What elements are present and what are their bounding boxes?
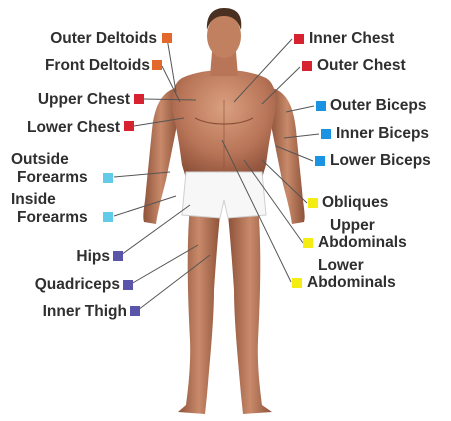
label-outer-deltoids: Outer Deltoids (50, 30, 157, 47)
label-inside-forearms-line2: Forearms (17, 209, 88, 226)
marker-upper-chest (134, 94, 144, 104)
label-inner-thigh: Inner Thigh (43, 303, 127, 320)
marker-inside-forearms (103, 212, 113, 222)
label-lower-abdominals-line1: Lower (318, 257, 364, 274)
label-upper-chest: Upper Chest (38, 91, 130, 108)
marker-inner-thigh (130, 306, 140, 316)
marker-lower-chest (124, 121, 134, 131)
marker-obliques (308, 198, 318, 208)
marker-inner-chest (294, 34, 304, 44)
shorts (182, 172, 266, 218)
left-leg (178, 205, 220, 414)
label-obliques: Obliques (322, 194, 388, 211)
label-hips: Hips (76, 248, 110, 265)
marker-outer-chest (302, 61, 312, 71)
marker-quadriceps (123, 280, 133, 290)
label-outer-biceps: Outer Biceps (330, 97, 426, 114)
marker-outer-deltoids (162, 33, 172, 43)
label-front-deltoids: Front Deltoids (45, 57, 150, 74)
marker-upper-abdominals (303, 238, 313, 248)
label-lower-chest: Lower Chest (27, 119, 120, 136)
marker-outside-forearms (103, 173, 113, 183)
label-lower-abdominals-line2: Abdominals (307, 274, 396, 291)
label-inside-forearms-line1: Inside (11, 191, 56, 208)
marker-front-deltoids (152, 60, 162, 70)
marker-inner-biceps (321, 129, 331, 139)
label-outside-forearms-line1: Outside (11, 151, 69, 168)
marker-lower-biceps (315, 156, 325, 166)
label-lower-biceps: Lower Biceps (330, 152, 431, 169)
label-inner-chest: Inner Chest (309, 30, 394, 47)
label-upper-abdominals-line2: Abdominals (318, 234, 407, 251)
marker-outer-biceps (316, 101, 326, 111)
marker-hips (113, 251, 123, 261)
label-outer-chest: Outer Chest (317, 57, 406, 74)
label-upper-abdominals-line1: Upper (330, 217, 375, 234)
label-outside-forearms-line2: Forearms (17, 169, 88, 186)
label-inner-biceps: Inner Biceps (336, 125, 429, 142)
right-leg (228, 205, 272, 414)
marker-lower-abdominals (292, 278, 302, 288)
label-quadriceps: Quadriceps (35, 276, 120, 293)
